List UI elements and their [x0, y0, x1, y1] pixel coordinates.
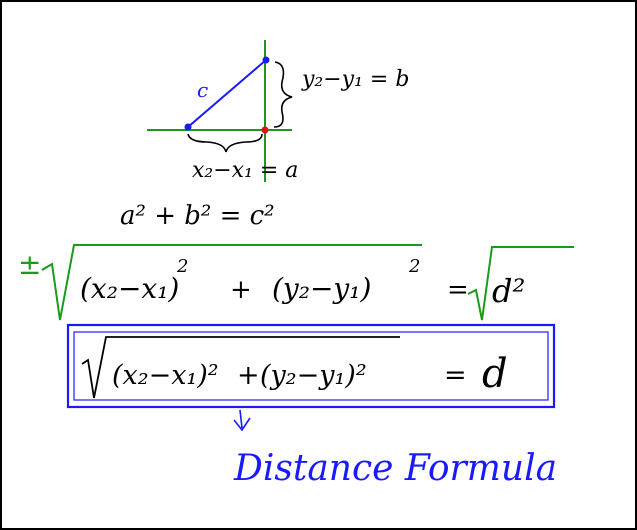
vertical-side-label: y₂−y₁ = b — [301, 67, 409, 92]
hypotenuse-label: c — [197, 78, 208, 102]
point-1 — [184, 123, 192, 131]
sqrt-radical-d — [467, 246, 574, 321]
vertical-brace — [273, 61, 293, 128]
sqrt-x-exp: 2 — [176, 256, 188, 277]
horizontal-side-label: x₂−x₁ = a — [192, 158, 298, 183]
boxed-y-term: (y₂−y₁)² — [260, 360, 367, 391]
sqrt-d-squared: d² — [492, 272, 525, 310]
boxed-x-term: (x₂−x₁)² — [112, 360, 219, 391]
sqrt-equals: = — [447, 275, 469, 305]
sqrt-radical-green — [41, 244, 422, 321]
sqrt-x-term: (x₂−x₁) — [80, 272, 179, 305]
plus-minus-sign: ± — [18, 248, 41, 281]
sqrt-y-term: (y₂−y₁) — [272, 272, 371, 305]
boxed-d: d — [482, 351, 508, 397]
boxed-plus: + — [237, 360, 260, 391]
sqrt-y-exp: 2 — [408, 256, 420, 277]
formula-box-inner — [73, 331, 549, 401]
boxed-equals: = — [444, 360, 467, 391]
formula-box — [66, 323, 556, 409]
hypotenuse-line — [187, 59, 267, 128]
arrow-down-icon — [233, 409, 251, 432]
right-angle-point — [261, 126, 269, 134]
point-2 — [262, 56, 270, 64]
horizontal-brace — [187, 133, 263, 153]
sqrt-plus: + — [230, 275, 252, 305]
boxed-sqrt-radical — [81, 336, 400, 399]
pythagorean-equation: a² + b² = c² — [120, 201, 275, 231]
caption-distance-formula: Distance Formula — [233, 448, 557, 489]
